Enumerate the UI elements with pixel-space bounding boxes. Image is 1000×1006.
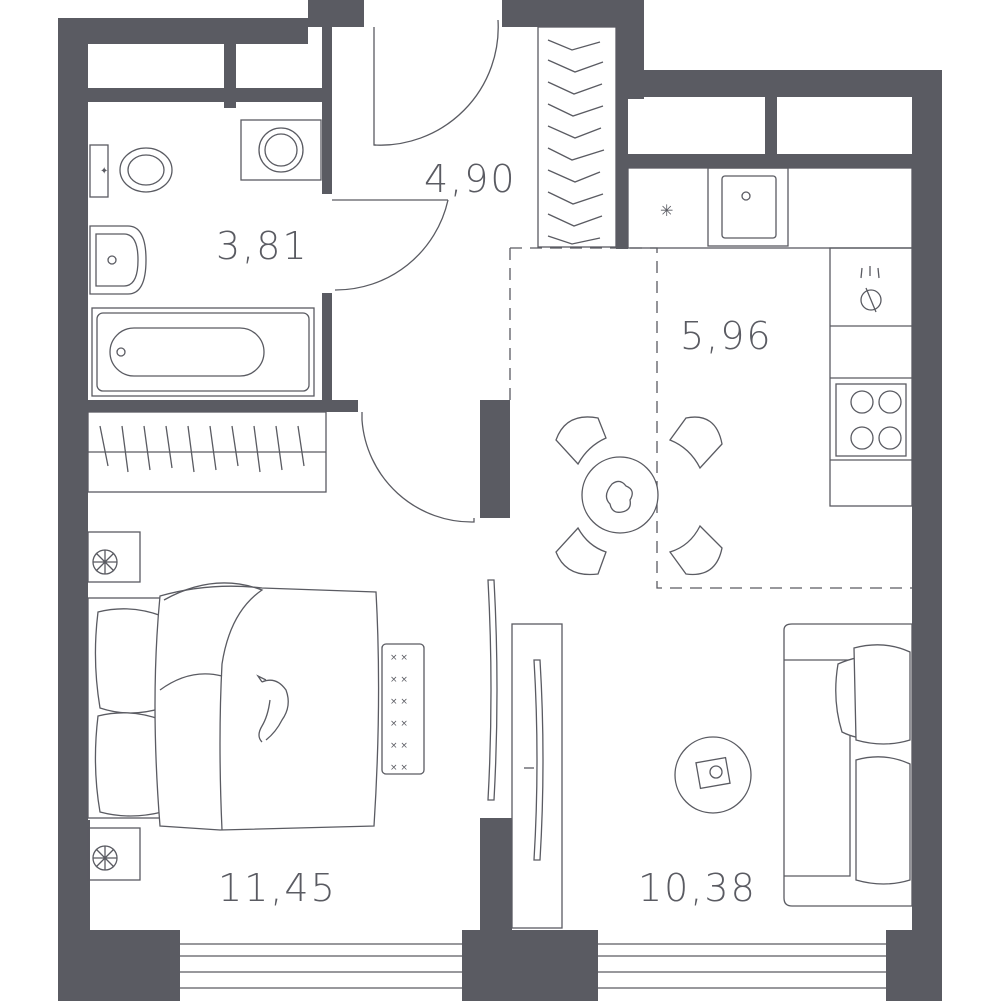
sink-icon xyxy=(89,225,147,295)
wardrobe-icon xyxy=(537,26,617,248)
svg-text:× ×: × × xyxy=(390,697,408,707)
tv-icon xyxy=(511,623,563,929)
dining-zone xyxy=(509,247,912,589)
bathtub-icon xyxy=(91,307,315,397)
toilet-icon: ✦ xyxy=(89,144,173,198)
cat-icon xyxy=(256,674,289,743)
svg-text:✦: ✦ xyxy=(100,166,108,177)
svg-text:× ×: × × xyxy=(390,675,408,685)
faucet-icon xyxy=(860,266,882,313)
wardrobe-icon xyxy=(87,411,327,493)
coffee-table-icon xyxy=(674,736,752,814)
cooktop-icon xyxy=(835,383,907,457)
area-label-corridor: 4,90 xyxy=(424,157,517,201)
dining-table-icon xyxy=(581,456,659,534)
svg-text:× ×: × × xyxy=(390,719,408,729)
door-icon xyxy=(332,19,499,523)
svg-text:× ×: × × xyxy=(390,741,408,751)
svg-text:✳: ✳ xyxy=(660,201,673,220)
area-label-living-room: 10,38 xyxy=(638,866,757,910)
rug-icon: × × × × × × × × × × × × xyxy=(381,643,425,775)
area-label-bedroom: 11,45 xyxy=(218,866,337,910)
svg-text:× ×: × × xyxy=(390,653,408,663)
nightstand-icon xyxy=(87,827,141,881)
area-label-bathroom: 3,81 xyxy=(216,224,309,268)
svg-text:× ×: × × xyxy=(390,763,408,773)
washing-machine-icon xyxy=(240,119,322,181)
tv-icon xyxy=(487,579,498,801)
walls xyxy=(58,0,942,1001)
double-bed-icon xyxy=(87,582,380,831)
kitchen-sink-icon: ✳ xyxy=(660,167,789,247)
chair-icon xyxy=(555,416,723,576)
nightstand-icon xyxy=(87,531,141,583)
sofa-icon xyxy=(783,623,913,907)
area-label-kitchen: 5,96 xyxy=(680,314,773,358)
window-icon xyxy=(180,943,886,989)
